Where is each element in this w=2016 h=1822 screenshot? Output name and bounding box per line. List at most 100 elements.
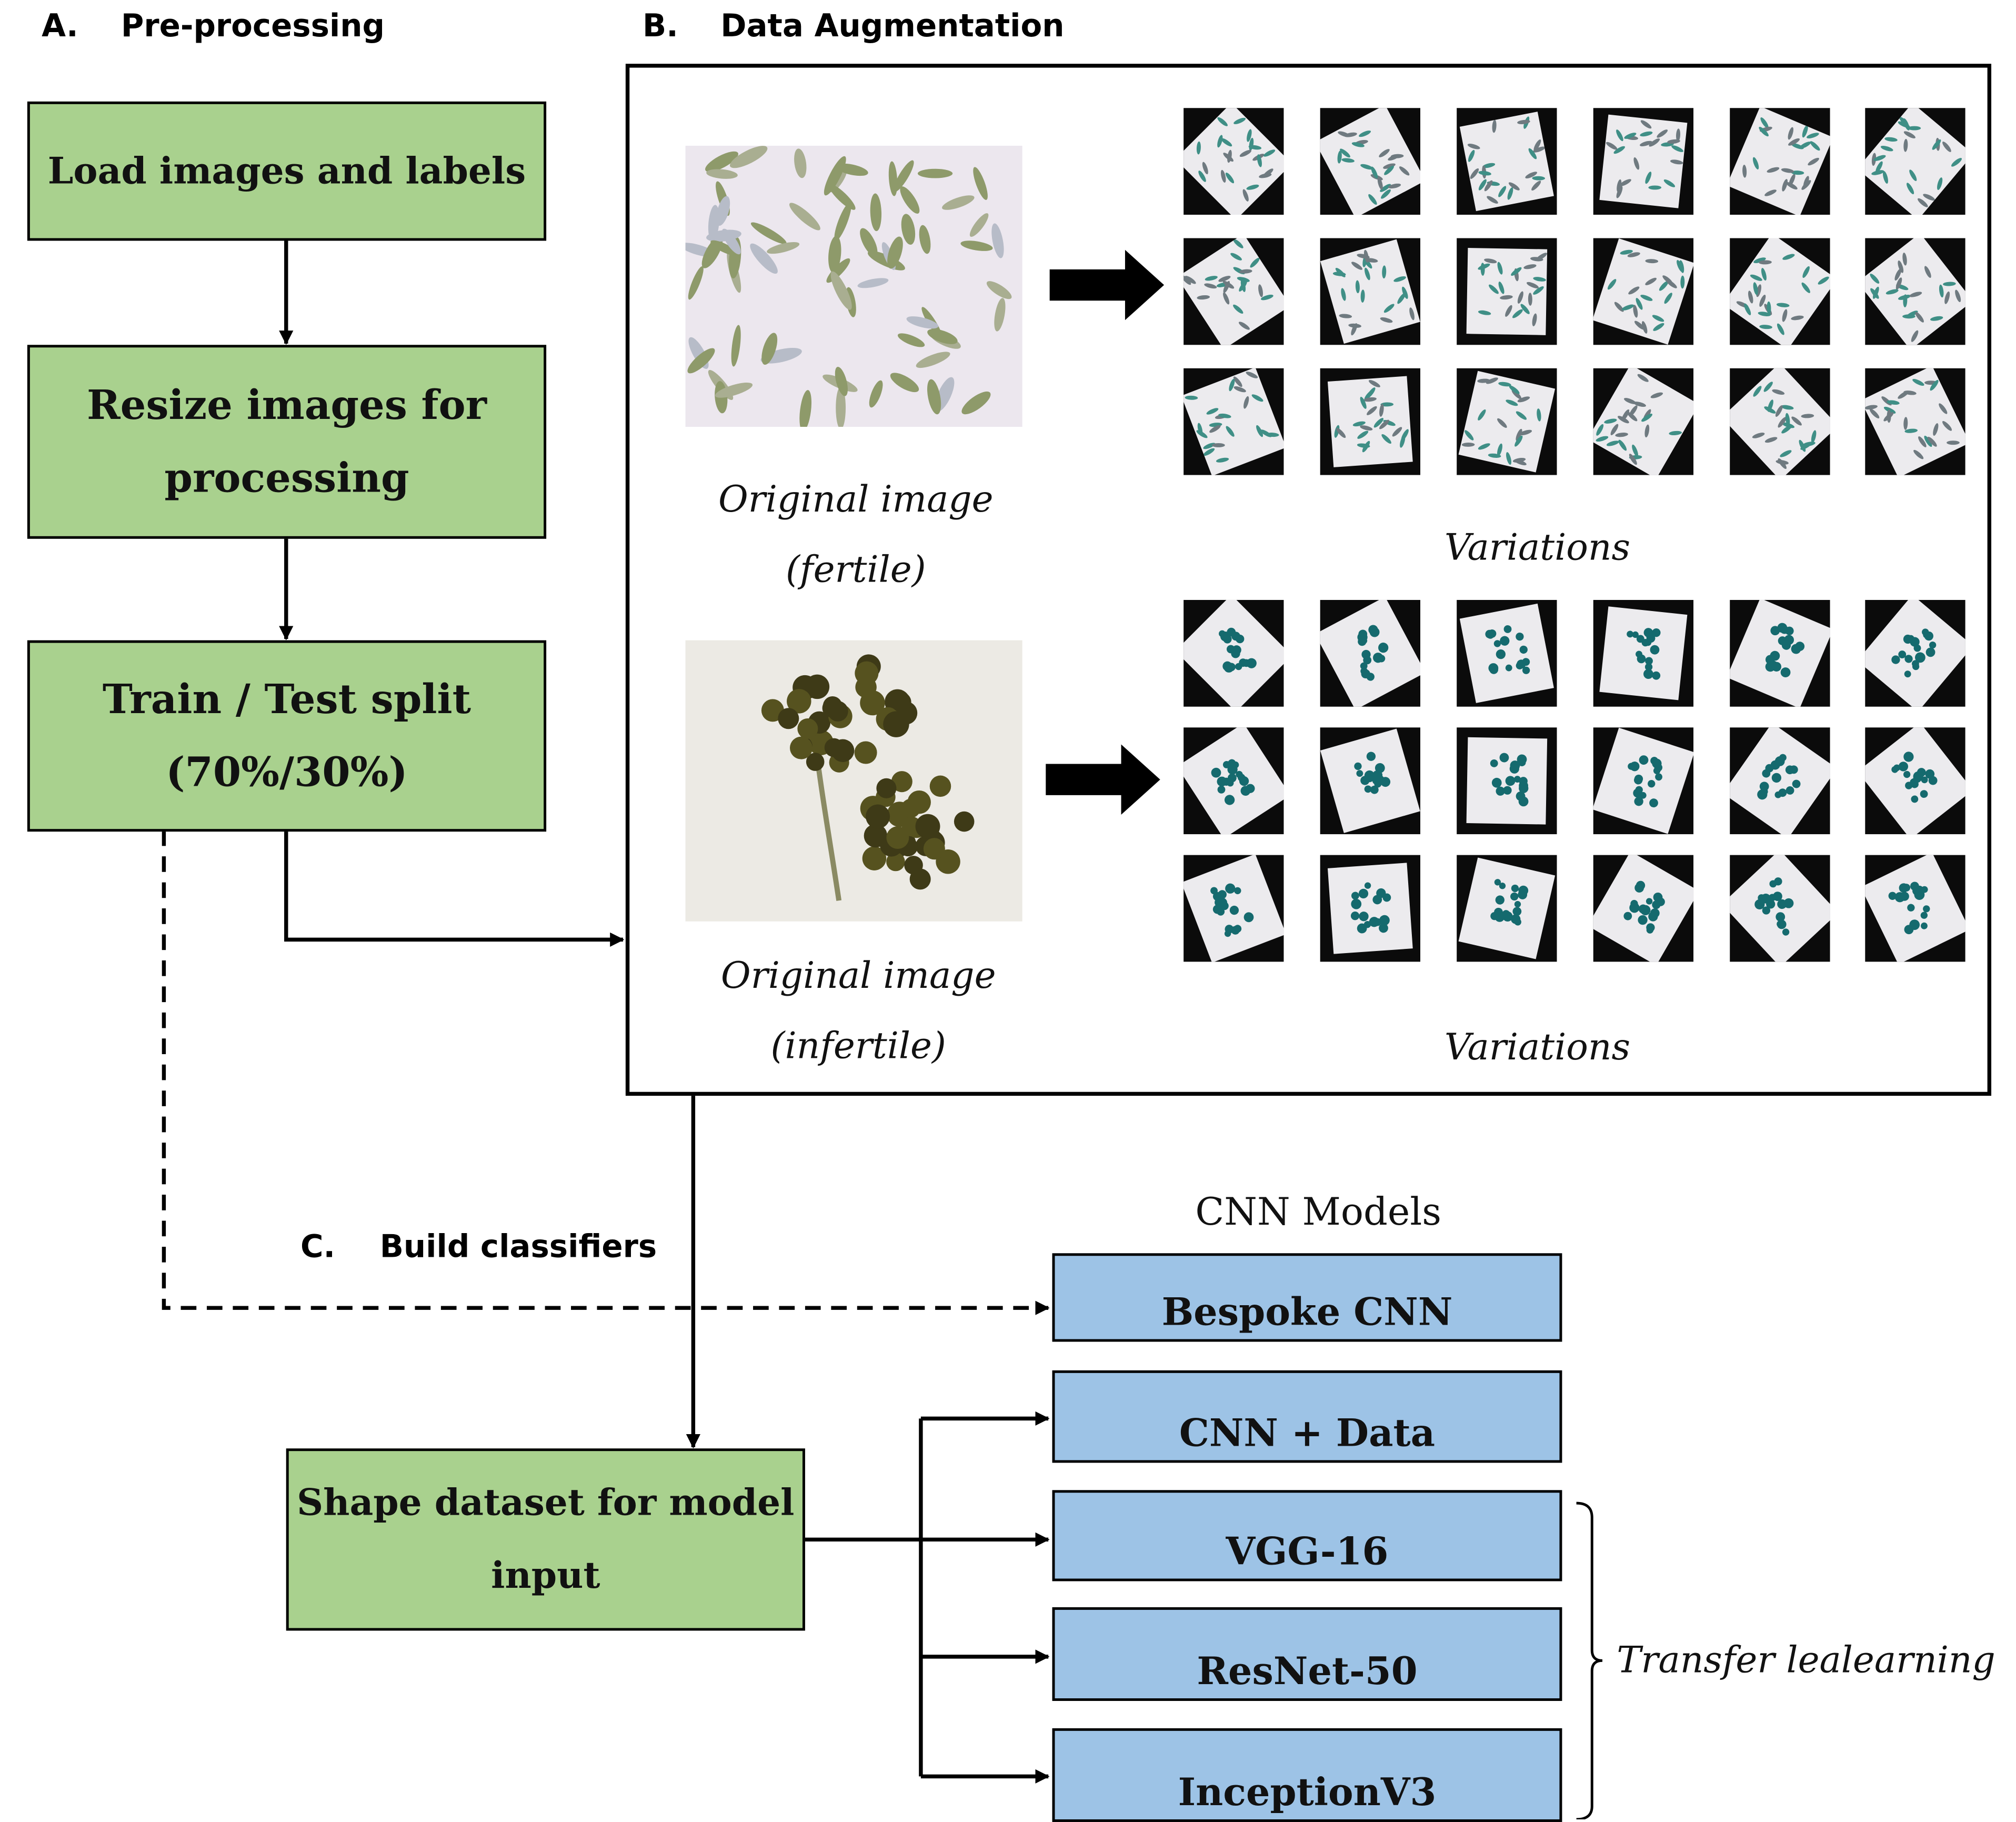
fertile-variation-mark (1511, 267, 1522, 276)
infertile-variation-mark (1912, 660, 1919, 668)
fertile-variation-mark (1206, 408, 1219, 415)
fertile-variation-mark (1801, 282, 1810, 293)
infertile-variation-mark (1243, 912, 1254, 923)
fertile-variation-mark (1532, 313, 1537, 326)
infertile-cell (790, 736, 813, 759)
fertile-variation-mark (1744, 303, 1751, 315)
fertile-variation-mark (1873, 155, 1886, 161)
fertile-grain (834, 202, 851, 241)
infertile-variation-mark (1646, 923, 1655, 932)
fertile-variation-mark (1923, 194, 1935, 201)
infertile-variation-mark (1636, 650, 1642, 658)
fertile-variation-mark (1788, 138, 1800, 146)
infertile-variations-label: Variations (1444, 1025, 1630, 1069)
arrow-split-to-augmentation (284, 830, 625, 947)
infertile-variation-mark (1632, 631, 1639, 638)
infertile-variation-mark (1634, 776, 1643, 785)
infertile-variation-mark (1789, 765, 1798, 774)
infertile-variation-mark (1217, 776, 1227, 787)
fertile-grain (857, 278, 889, 288)
fertile-original-image (685, 145, 1022, 427)
infertile-variation-mark (1898, 762, 1909, 772)
fertile-variation-mark (1641, 321, 1648, 334)
fertile-variation-mark (1801, 180, 1811, 190)
infertile-variation-mark (1369, 627, 1380, 637)
fertile-grain (893, 160, 914, 192)
infertile-cell (909, 868, 931, 890)
fertile-variation-mark (1907, 183, 1914, 195)
infertile-variation-mark (1904, 925, 1914, 935)
infertile-variation-mark (1652, 628, 1661, 637)
fertile-variation-mark (1924, 266, 1931, 278)
infertile-variation-mark (1357, 923, 1367, 934)
infertile-variation-mark (1495, 895, 1505, 905)
fertile-grain (828, 184, 856, 210)
fertile-variation-mark (1641, 413, 1653, 422)
fertile-variation-mark (1942, 141, 1951, 152)
infertile-variation-mark (1643, 669, 1653, 679)
model-bespoke-label: Bespoke CNN (1161, 1289, 1453, 1334)
infertile-caption-line1: Original image (720, 954, 996, 997)
fertile-variation-mark (1203, 443, 1216, 449)
fertile-variation-thumbnail (1320, 238, 1420, 345)
fertile-variation-mark (1680, 275, 1685, 289)
infertile-variation-drawing (1754, 877, 1794, 936)
infertile-variation-mark (1921, 776, 1928, 784)
infertile-variation-mark (1512, 907, 1522, 916)
fertile-variation-mark (1752, 157, 1759, 169)
infertile-variation-mark (1759, 782, 1769, 792)
fertile-variation-mark (1676, 128, 1681, 142)
fertile-variation-mark (1478, 310, 1491, 315)
infertile-variation-mark (1517, 754, 1527, 765)
fertile-variation-mark (1799, 439, 1806, 452)
fertile-variation-thumbnail (1865, 238, 1965, 345)
fertile-variation-mark (1669, 431, 1682, 435)
fertile-grain (927, 329, 958, 344)
fertile-variation-mark (1528, 148, 1537, 159)
fertile-variation-mark (1530, 257, 1543, 262)
infertile-variation-mark (1630, 762, 1640, 772)
fertile-variation-mark (1340, 148, 1350, 158)
step-shape-line1: Shape dataset for model (297, 1481, 795, 1524)
infertile-variation-mark (1499, 883, 1506, 889)
fertile-variation-mark (1251, 394, 1263, 402)
fertile-variation-drawing (1332, 249, 1415, 336)
fertile-variation-mark (1933, 423, 1939, 436)
fertile-variation-mark (1906, 311, 1918, 318)
fertile-variation-mark (1898, 121, 1910, 128)
infertile-variation-mark (1379, 915, 1390, 926)
fertile-variation-mark (1519, 429, 1532, 436)
fertile-variation-mark (1383, 163, 1396, 169)
model-cnn-data-label: CNN + Data (1179, 1410, 1436, 1455)
fertile-variation-mark (1627, 412, 1638, 422)
fertile-variation-mark (1364, 389, 1373, 401)
infertile-variation-mark (1778, 636, 1787, 645)
fertile-variation-mark (1531, 181, 1541, 191)
fertile-variation-mark (1381, 434, 1391, 444)
fertile-variation-mark (1478, 443, 1490, 450)
fertile-variation-mark (1607, 279, 1617, 290)
fertile-variation-mark (1230, 253, 1242, 261)
fertile-variation-mark (1379, 149, 1390, 157)
fertile-variation-mark (1943, 282, 1956, 286)
fertile-variation-mark (1233, 376, 1242, 387)
fertile-variation-mark (1632, 444, 1638, 457)
infertile-variation-mark (1777, 899, 1787, 909)
infertile-variation-mark (1519, 645, 1528, 654)
fertile-variation-mark (1246, 372, 1258, 378)
fertile-variation-mark (1871, 170, 1884, 175)
infertile-variation-drawing (1623, 880, 1665, 934)
infertile-variation-mark (1774, 877, 1782, 886)
infertile-variation-drawing (1357, 625, 1389, 681)
infertile-variation-mark (1920, 912, 1928, 919)
infertile-variation-thumbnail (1320, 727, 1420, 835)
fertile-variation-mark (1197, 423, 1203, 436)
infertile-variation-mark (1364, 882, 1371, 889)
fertile-variation-mark (1223, 292, 1230, 305)
infertile-variation-drawing (1891, 752, 1938, 803)
fertile-variation-mark (1645, 259, 1659, 264)
fertile-variation-thumbnail (1183, 108, 1284, 215)
infertile-variation-mark (1490, 912, 1499, 920)
fertile-variation-mark (1498, 382, 1511, 387)
infertile-variation-mark (1911, 795, 1919, 803)
